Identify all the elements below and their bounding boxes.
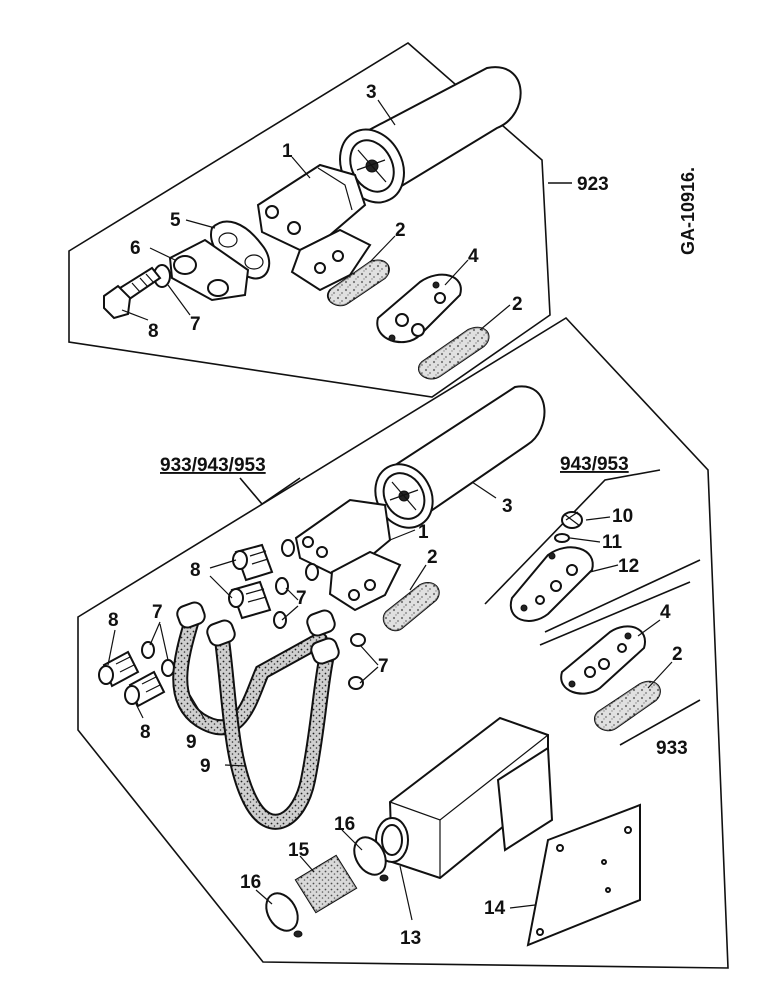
callout: 8 bbox=[140, 722, 151, 743]
callout: 6 bbox=[130, 238, 141, 259]
washer-7h bbox=[348, 676, 364, 690]
callout: 1 bbox=[282, 141, 293, 162]
assembly-933-boundary bbox=[77, 316, 729, 969]
o-ring-11 bbox=[554, 533, 570, 543]
mounting-bracket bbox=[526, 803, 641, 947]
cover-plate-lower bbox=[560, 625, 646, 695]
callout: 5 bbox=[170, 210, 181, 231]
washer-7c bbox=[275, 577, 289, 595]
oil-cooler bbox=[375, 716, 554, 880]
washer-7g bbox=[350, 633, 366, 647]
assembly-933-943-953 bbox=[77, 316, 729, 969]
callout: 7 bbox=[296, 588, 307, 609]
drawing-number: GA-10916. bbox=[678, 167, 698, 255]
washer-7a bbox=[281, 539, 295, 557]
callout: 2 bbox=[512, 294, 523, 315]
adapter-block bbox=[168, 238, 250, 302]
callout: 7 bbox=[378, 656, 389, 677]
group-labels: 923 933/943/953 943/953 933 bbox=[160, 174, 688, 759]
callout: 10 bbox=[612, 506, 633, 527]
callout: 12 bbox=[618, 556, 639, 577]
callout: 7 bbox=[152, 602, 163, 623]
callout: 4 bbox=[468, 246, 479, 267]
assembly-923-boundary bbox=[68, 42, 551, 398]
filter-head-lower bbox=[294, 498, 402, 612]
filter-head bbox=[256, 163, 372, 292]
banjo-bolts-lower bbox=[98, 650, 166, 708]
banjo-bolts-upper bbox=[228, 543, 274, 620]
washer-7f bbox=[161, 659, 175, 677]
callout: 8 bbox=[148, 321, 159, 342]
washer-7d bbox=[273, 611, 287, 629]
plug-10 bbox=[561, 511, 583, 529]
callout: 13 bbox=[400, 928, 421, 949]
washer-7b bbox=[305, 563, 319, 581]
label-943-953: 943/953 bbox=[560, 454, 629, 475]
hose-clamp-lower bbox=[265, 892, 303, 938]
assembly-923 bbox=[68, 42, 572, 398]
callout: 16 bbox=[240, 872, 261, 893]
callout: 9 bbox=[200, 756, 211, 777]
callout: 4 bbox=[660, 602, 671, 623]
cover-plate bbox=[376, 273, 462, 344]
callout: 2 bbox=[672, 644, 683, 665]
callout: 11 bbox=[602, 532, 623, 553]
washer-7e bbox=[141, 641, 155, 659]
callout: 9 bbox=[186, 732, 197, 753]
callout: 16 bbox=[334, 814, 355, 835]
callout: 3 bbox=[502, 496, 513, 517]
callouts-923: 3 1 5 2 6 4 8 7 2 bbox=[130, 82, 523, 342]
label-923: 923 bbox=[577, 174, 609, 195]
callouts-933: 3 1 2 10 11 12 8 7 8 7 7 4 2 8 9 9 16 15… bbox=[108, 496, 683, 949]
leaders-933 bbox=[107, 481, 673, 921]
callout: 2 bbox=[427, 547, 438, 568]
callout: 1 bbox=[418, 522, 429, 543]
callout: 8 bbox=[190, 560, 201, 581]
leaders-923 bbox=[121, 99, 511, 331]
callout: 3 bbox=[366, 82, 377, 103]
label-933-943-953: 933/943/953 bbox=[160, 455, 266, 476]
callout: 2 bbox=[395, 220, 406, 241]
callout: 15 bbox=[288, 840, 310, 861]
hose-15 bbox=[294, 854, 358, 914]
cover-12 bbox=[509, 546, 594, 622]
hose-clamp-upper bbox=[353, 836, 389, 882]
callout: 7 bbox=[190, 314, 201, 335]
banjo-bolt bbox=[103, 266, 162, 320]
callout: 8 bbox=[108, 610, 119, 631]
oil-hoses bbox=[172, 601, 340, 830]
filter-cartridge-lower bbox=[374, 385, 546, 529]
callout: 14 bbox=[484, 898, 506, 919]
label-933: 933 bbox=[656, 738, 688, 759]
